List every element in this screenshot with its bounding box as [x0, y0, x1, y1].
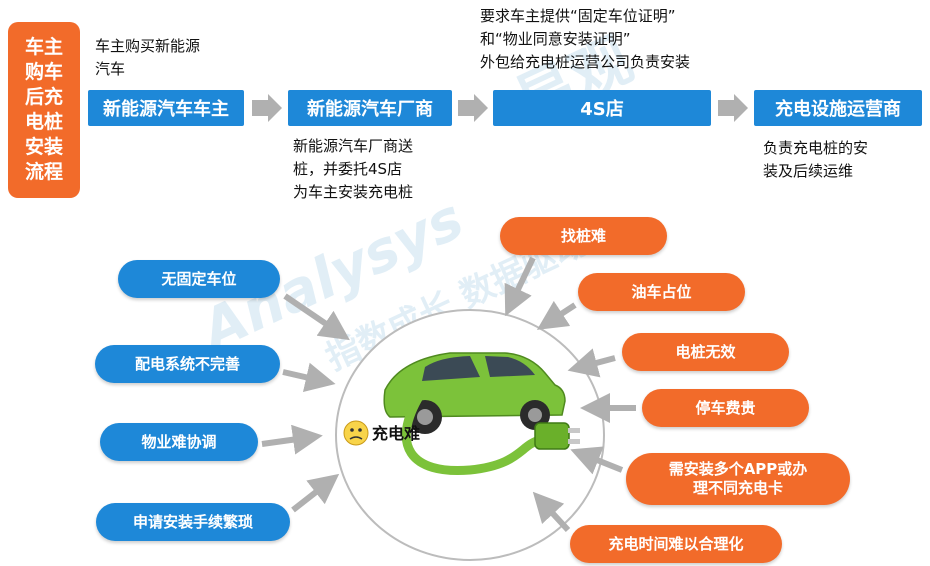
arrow-from-invalid-pile [585, 358, 615, 366]
arrow-from-property-coordination [262, 438, 305, 444]
arrow-from-fuel-car-occupying [552, 305, 575, 320]
arrow-from-complex-procedures [293, 485, 325, 510]
arrow-from-multiple-apps [587, 456, 622, 470]
arrow-from-hard-to-find-pile [513, 258, 533, 300]
arrow-from-charging-time [545, 505, 568, 530]
arrow-from-no-fixed-parking [285, 296, 335, 330]
arrow-from-power-distribution [283, 372, 318, 380]
